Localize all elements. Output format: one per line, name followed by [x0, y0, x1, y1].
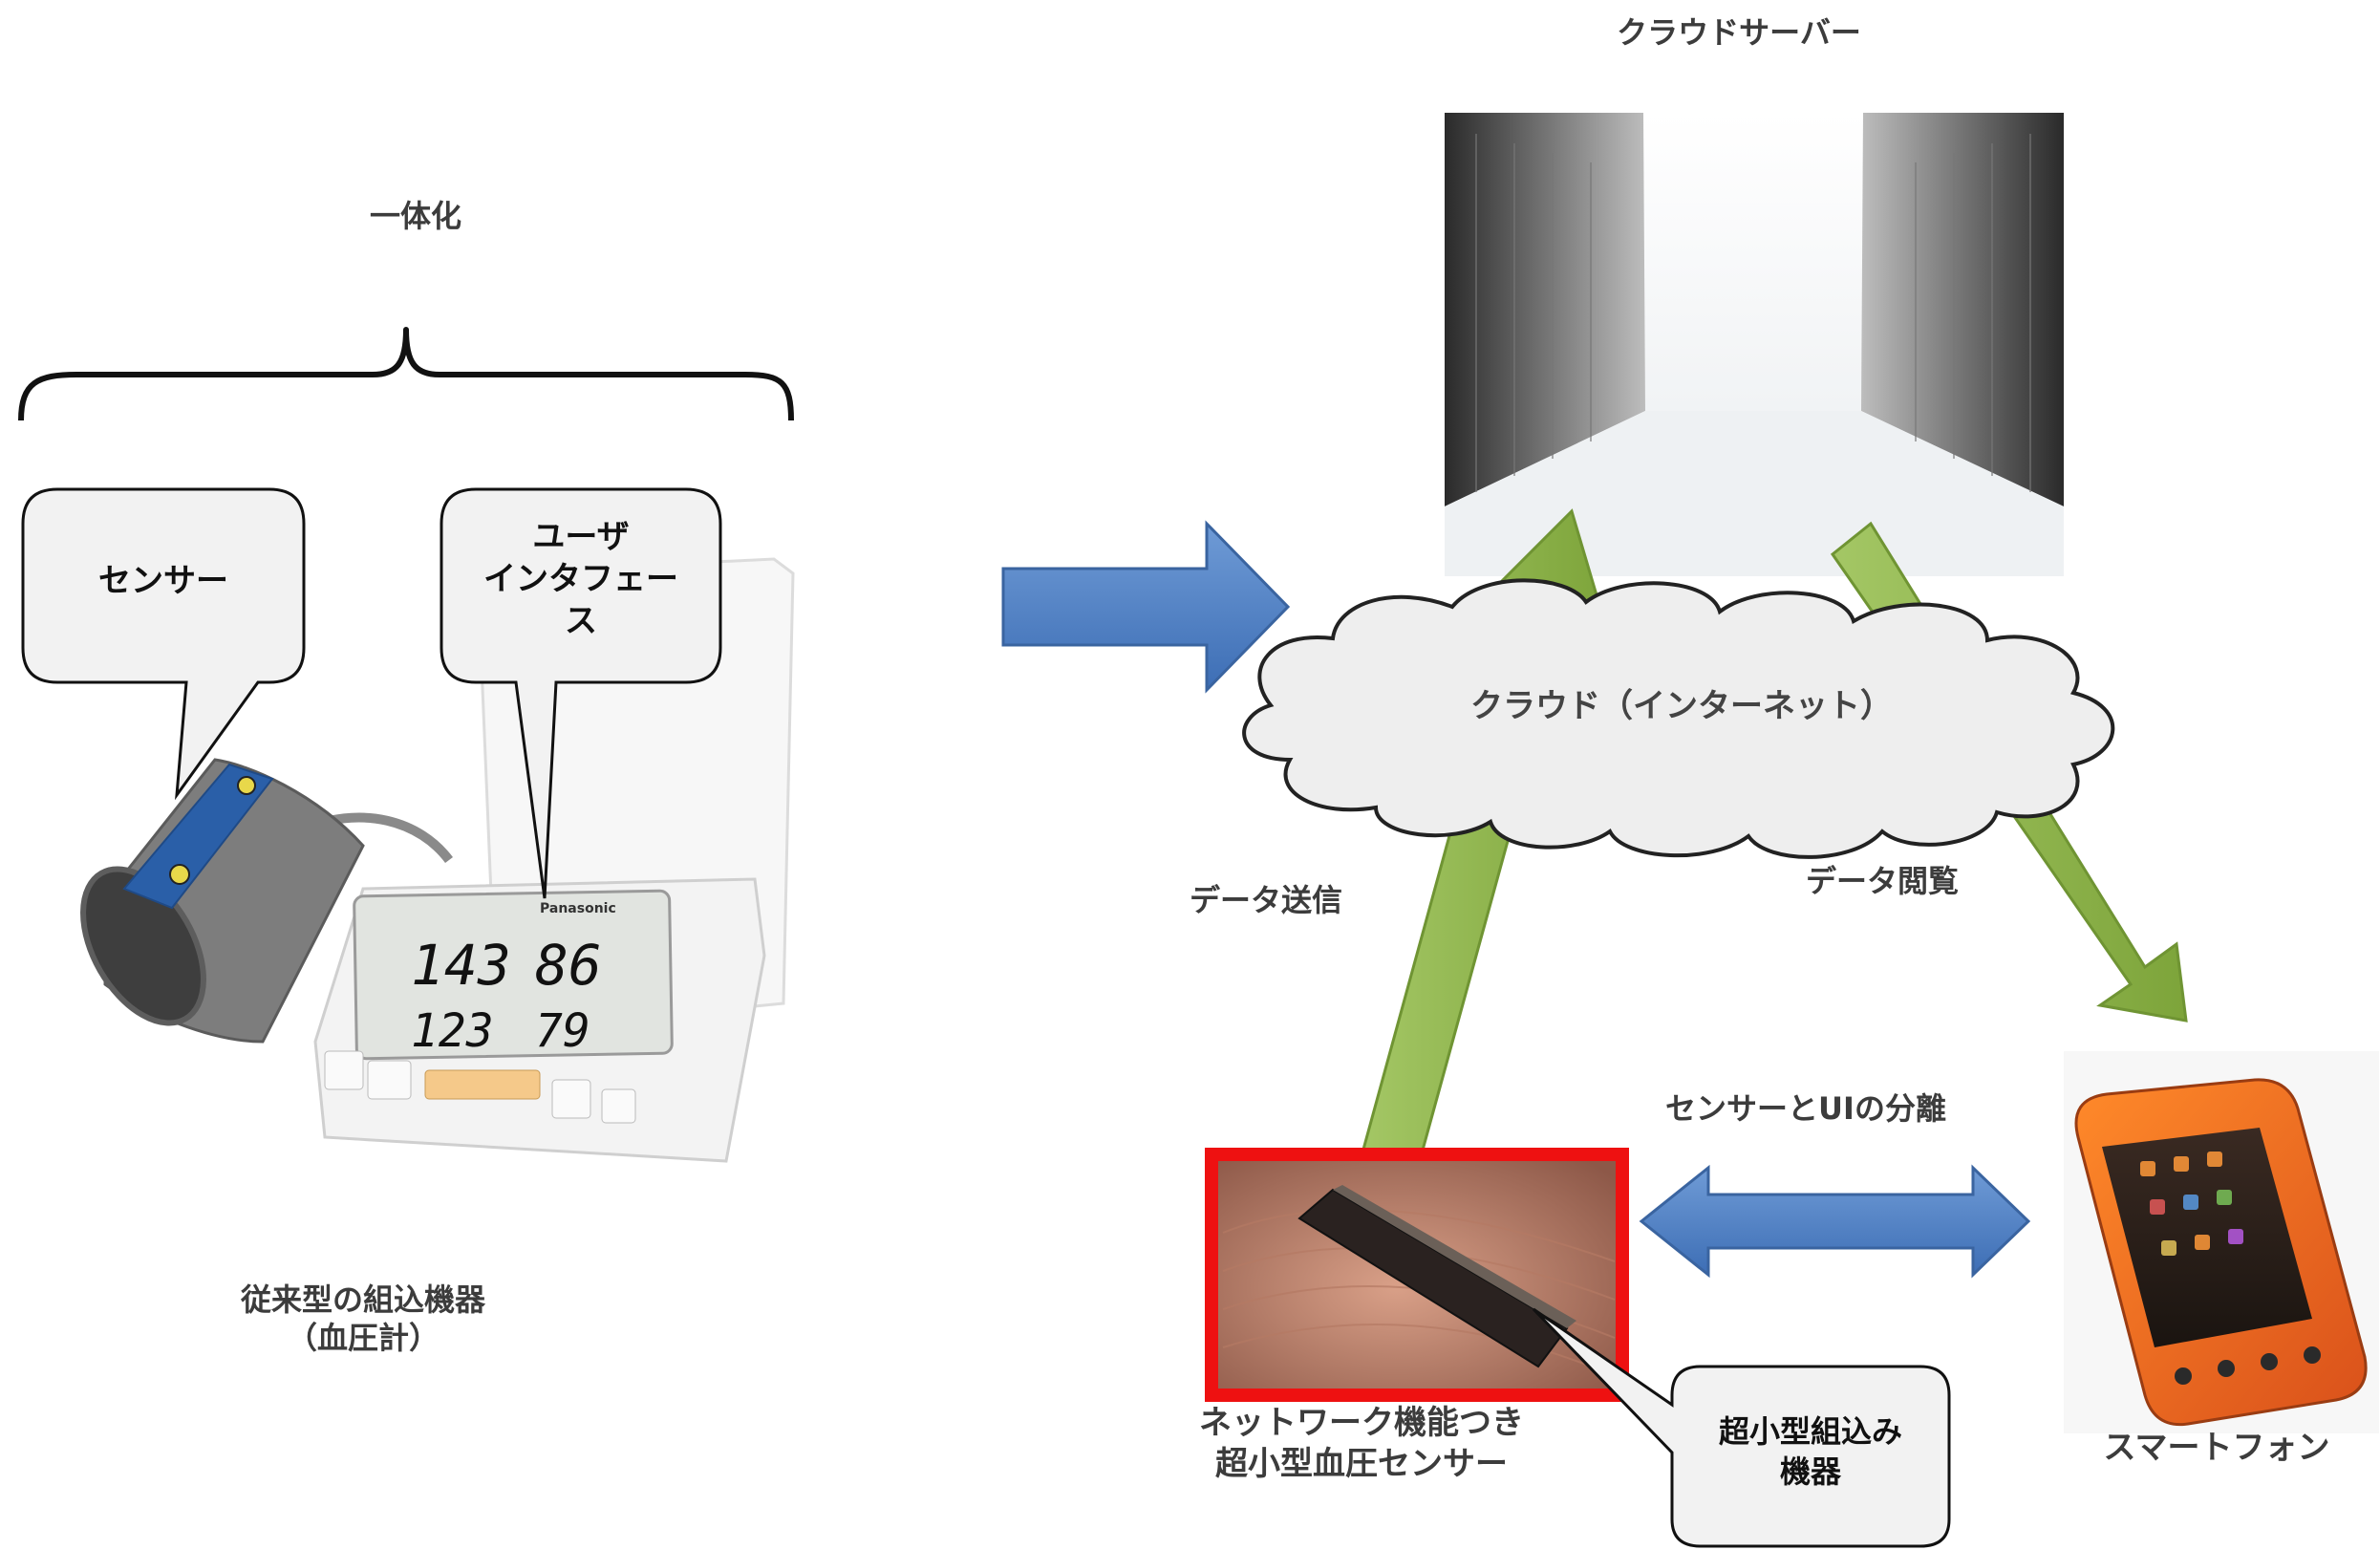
- network-sensor-label: ネットワーク機能つき 超小型血圧センサー: [1199, 1404, 1524, 1483]
- ui-bubble: [440, 487, 722, 899]
- sensor-bubble: [21, 487, 306, 801]
- cloud-label: クラウド（インターネット）: [1470, 687, 1893, 725]
- legacy-device-label: 従来型の組込機器 （血圧計）: [240, 1281, 485, 1356]
- server-room-image: [1445, 113, 2064, 576]
- blood-pressure-monitor-image: Panasonic 143 86 123 79: [80, 557, 795, 1163]
- integration-brace: [18, 327, 794, 421]
- micro-device-bubble: [1532, 1307, 1951, 1548]
- data-send-label: データ送信: [1189, 882, 1342, 918]
- micro-sensor-photo: [1205, 1148, 1629, 1402]
- ui-bubble-text: ユーザ インタフェー ス: [483, 518, 678, 641]
- separation-double-arrow: [1639, 1164, 2031, 1279]
- device-systolic: 143: [411, 933, 511, 998]
- transform-arrow: [1001, 520, 1291, 694]
- device-pulse: 123: [411, 1004, 494, 1058]
- integration-label: 一体化: [369, 198, 461, 234]
- device-brand: Panasonic: [540, 901, 616, 916]
- cloud-server-label: クラウドサーバー: [1617, 14, 1861, 51]
- internet-cloud: [1242, 578, 2115, 859]
- data-view-label: データ閲覧: [1805, 863, 1959, 899]
- separation-label: センサーとUIの分離: [1665, 1090, 1946, 1127]
- sensor-bubble-text: センサー: [98, 562, 228, 600]
- device-diastolic: 86: [535, 933, 602, 998]
- device-extra: 79: [535, 1004, 590, 1058]
- smartphone-image: [2064, 1051, 2379, 1433]
- micro-device-bubble-text: 超小型組込み 機器: [1718, 1413, 1902, 1490]
- smartphone-label: スマートフォン: [2103, 1429, 2330, 1467]
